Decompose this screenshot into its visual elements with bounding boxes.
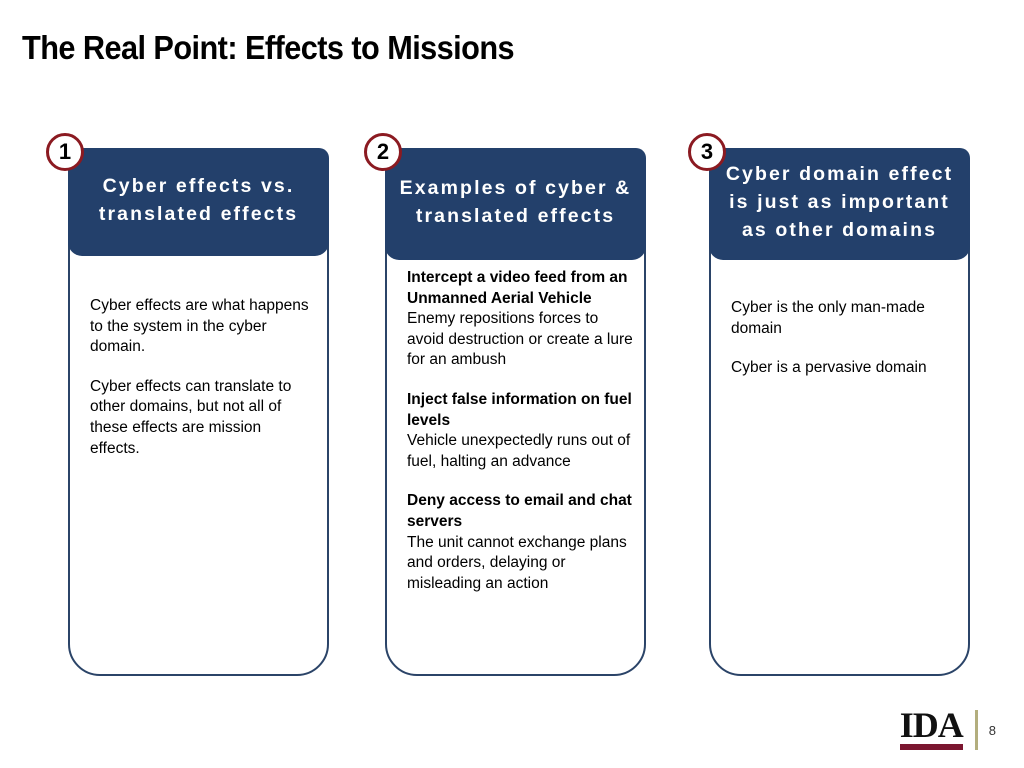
ida-logo: IDA xyxy=(899,705,964,750)
example-item-3: Deny access to email and chat servers Th… xyxy=(407,491,635,594)
example-3-description: The unit cannot exchange plans and order… xyxy=(407,533,627,592)
example-1-title: Intercept a video feed from an Unmanned … xyxy=(407,269,628,307)
card-3-paragraph-1: Cyber is the only man-made domain xyxy=(731,299,925,337)
example-2-title: Inject false information on fuel levels xyxy=(407,390,632,429)
card-1-paragraph-2: Cyber effects can translate to other dom… xyxy=(90,377,292,457)
page-number: 8 xyxy=(988,723,996,738)
badge-3-label: 3 xyxy=(700,139,714,164)
card-3-paragraph-2: Cyber is a pervasive domain xyxy=(731,359,927,377)
card-1-paragraph-1: Cyber effects are what happens to the sy… xyxy=(90,297,309,356)
badge-1-label: 1 xyxy=(58,139,72,164)
ida-logo-text: IDA xyxy=(899,705,964,745)
badge-2-label: 2 xyxy=(376,139,390,164)
card-1: Cyber effects vs. translated effects Cyb… xyxy=(68,148,329,676)
example-2-description: Vehicle unexpectedly runs out of fuel, h… xyxy=(407,432,631,470)
card-3: Cyber domain effect is just as important… xyxy=(709,148,970,676)
example-3-title: Deny access to email and chat servers xyxy=(407,492,632,530)
ida-logo-rule xyxy=(899,744,963,750)
card-1-header-text: Cyber effects vs. translated effects xyxy=(98,175,299,225)
example-item-1: Intercept a video feed from an Unmanned … xyxy=(407,268,635,371)
footer-divider xyxy=(974,710,978,750)
card-2-header: Examples of cyber & translated effects xyxy=(385,148,646,260)
badge-2: 2 xyxy=(364,133,402,171)
footer: IDA 8 xyxy=(899,705,996,750)
badge-1: 1 xyxy=(46,133,84,171)
card-1-header: Cyber effects vs. translated effects xyxy=(68,148,329,256)
card-3-header: Cyber domain effect is just as important… xyxy=(709,148,970,260)
card-2-header-text: Examples of cyber & translated effects xyxy=(399,177,632,227)
page-title: The Real Point: Effects to Missions xyxy=(22,29,515,66)
card-1-content: Cyber effects are what happens to the sy… xyxy=(90,296,314,459)
card-3-content: Cyber is the only man-made domain Cyber … xyxy=(731,298,959,379)
card-2-content: Intercept a video feed from an Unmanned … xyxy=(407,268,635,594)
badge-3: 3 xyxy=(688,133,726,171)
card-3-header-text: Cyber domain effect is just as important… xyxy=(725,163,954,241)
example-item-2: Inject false information on fuel levels … xyxy=(407,390,635,472)
card-2: Examples of cyber & translated effects I… xyxy=(385,148,646,676)
example-1-description: Enemy repositions forces to avoid destru… xyxy=(407,310,633,369)
